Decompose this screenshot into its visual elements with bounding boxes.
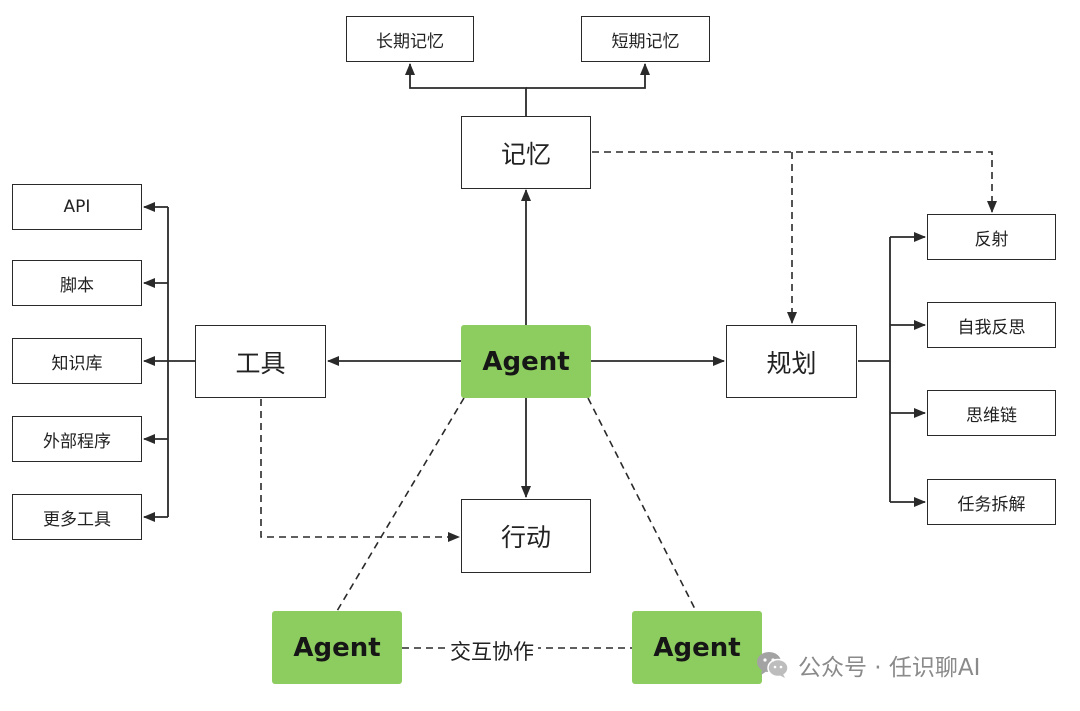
node-agent-center-label: Agent	[482, 346, 570, 377]
node-chain-of-thought-label: 思维链	[966, 405, 1017, 426]
node-task-decomposition: 任务拆解	[927, 479, 1056, 525]
node-long-term-memory-label: 长期记忆	[376, 31, 444, 52]
node-agent-center: Agent	[461, 325, 591, 398]
node-knowledge-base-label: 知识库	[51, 353, 103, 374]
node-script: 脚本	[12, 260, 142, 306]
node-self-reflection: 自我反思	[927, 302, 1056, 348]
watermark-text: 公众号 · 任识聊AI	[798, 655, 981, 681]
wechat-icon	[756, 650, 790, 680]
node-action-label: 行动	[500, 523, 551, 552]
node-api: API	[12, 184, 142, 230]
node-reflection-label: 反射	[974, 229, 1009, 250]
node-tools: 工具	[195, 325, 326, 398]
edge-tools-to-action	[260, 399, 460, 542]
node-api-label: API	[63, 197, 91, 217]
watermark: 公众号 · 任识聊AI	[756, 648, 980, 682]
node-short-term-memory-label: 短期记忆	[611, 31, 680, 52]
node-external-program-label: 外部程序	[43, 431, 111, 452]
edge-memory-to-short-term	[526, 63, 650, 89]
node-chain-of-thought: 思维链	[927, 390, 1056, 436]
edge-agent-center-to-left	[336, 397, 465, 612]
node-script-label: 脚本	[60, 275, 94, 296]
node-memory-label: 记忆	[500, 139, 551, 169]
node-self-reflection-label: 自我反思	[957, 317, 1026, 338]
node-planning-label: 规划	[766, 348, 817, 378]
node-tools-label: 工具	[235, 348, 286, 378]
node-agent-left: Agent	[272, 611, 402, 684]
node-planning: 规划	[726, 325, 857, 398]
node-short-term-memory: 短期记忆	[581, 16, 710, 62]
node-memory: 记忆	[461, 116, 591, 189]
node-more-tools: 更多工具	[12, 494, 142, 540]
edge-planning-bus	[858, 237, 891, 502]
node-reflection: 反射	[927, 214, 1056, 260]
node-knowledge-base: 知识库	[12, 338, 142, 384]
node-agent-right-label: Agent	[653, 632, 741, 663]
edge-memory-to-long-term	[405, 63, 527, 116]
node-more-tools-label: 更多工具	[43, 509, 111, 530]
edge-tools-bus	[167, 207, 195, 517]
node-long-term-memory: 长期记忆	[346, 16, 474, 62]
edge-memory-to-reflection	[592, 151, 997, 213]
node-agent-right: Agent	[632, 611, 762, 684]
node-agent-left-label: Agent	[293, 632, 381, 663]
node-action: 行动	[461, 499, 591, 573]
edge-label-interaction: 交互协作	[446, 636, 538, 666]
node-external-program: 外部程序	[12, 416, 142, 462]
node-task-decomposition-label: 任务拆解	[957, 494, 1026, 515]
edge-agent-center-to-right	[587, 397, 697, 612]
